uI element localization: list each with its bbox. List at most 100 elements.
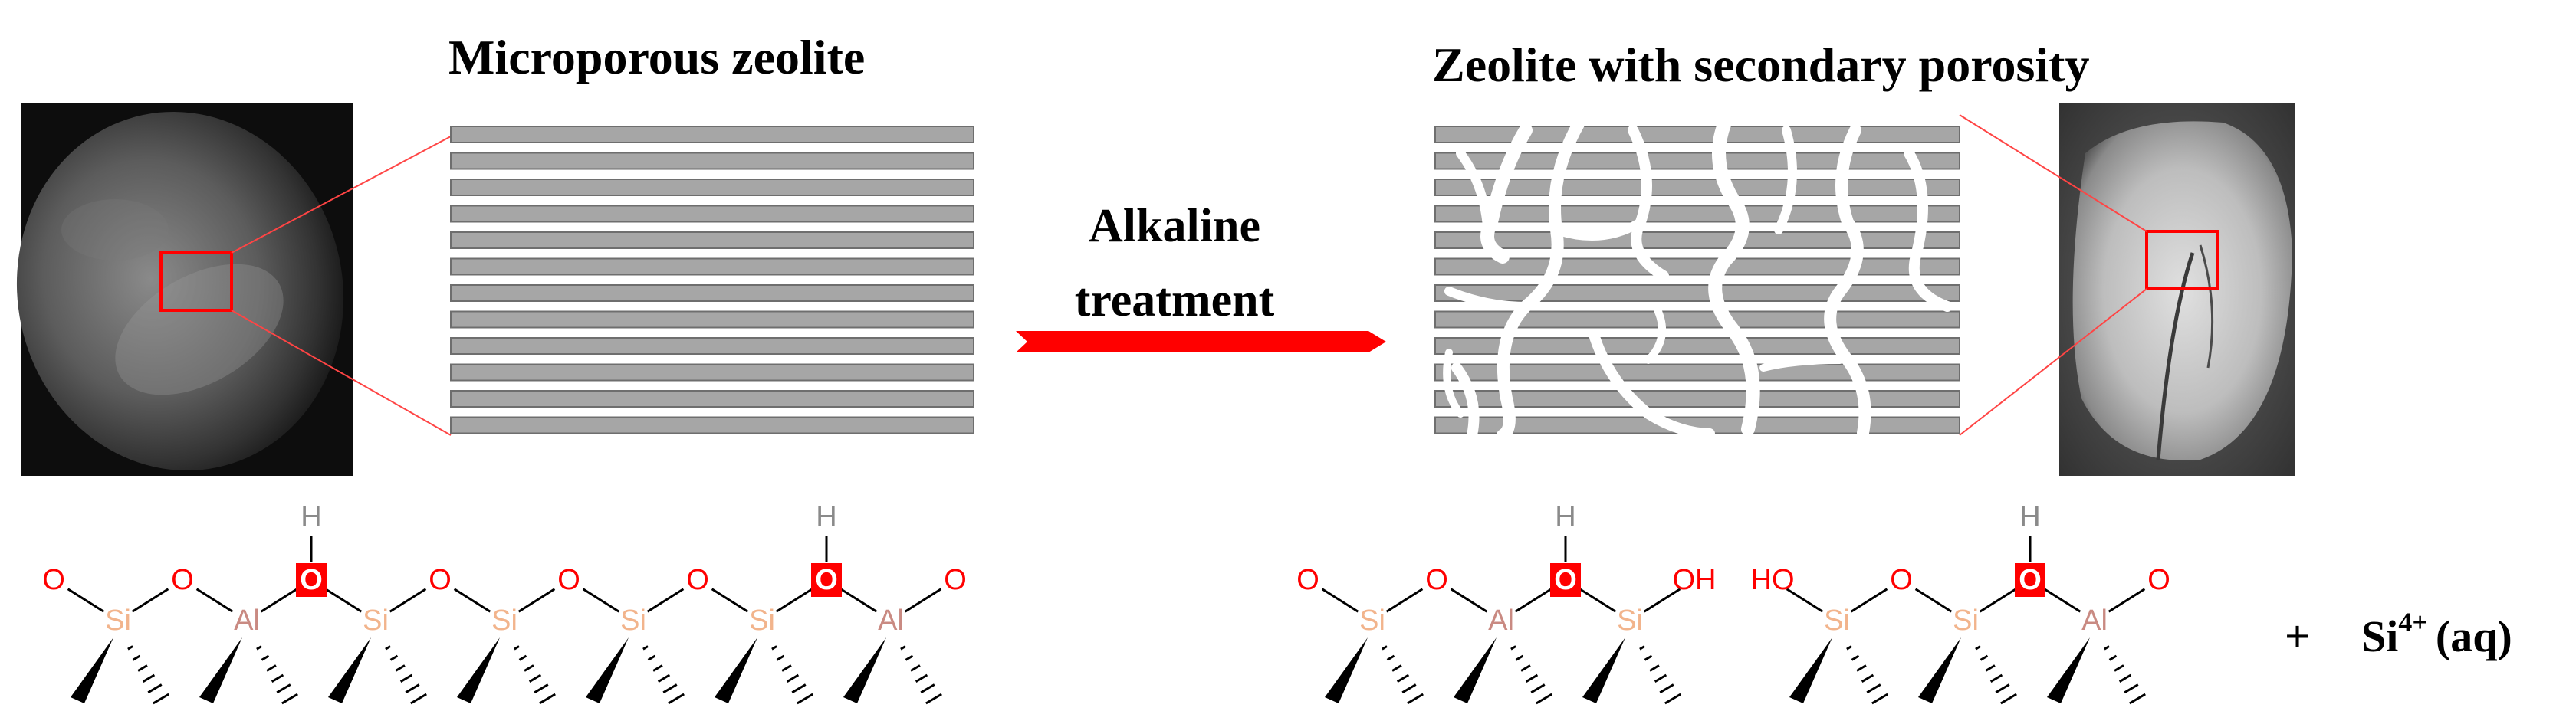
bond-line bbox=[324, 588, 363, 613]
micropore-channel-bar bbox=[450, 231, 974, 249]
hashed-bond bbox=[1644, 654, 1653, 661]
micropore-channel-bar bbox=[450, 257, 974, 276]
silicon-atom: Si bbox=[1359, 605, 1385, 637]
right-panel-title: Zeolite with secondary porosity bbox=[1432, 38, 2089, 92]
hashed-bond bbox=[281, 693, 298, 705]
hashed-bond bbox=[1846, 645, 1852, 651]
wedge-bond bbox=[1582, 637, 1625, 703]
oxygen-atom: O bbox=[1296, 564, 1319, 596]
hashed-bond bbox=[514, 645, 520, 651]
wedge-bond bbox=[586, 637, 629, 703]
hashed-bond bbox=[2000, 693, 2017, 705]
hashed-bond bbox=[410, 693, 427, 705]
hashed-bond bbox=[1985, 664, 1996, 672]
hashed-bond bbox=[797, 693, 813, 705]
hashed-bond bbox=[539, 693, 556, 705]
micropore-channel-bar bbox=[450, 416, 974, 434]
mesopore-channel-bar bbox=[1434, 179, 1960, 196]
wedge-bond bbox=[2047, 637, 2090, 703]
hydroxyl-group: OH bbox=[1673, 564, 1717, 596]
mesopore-channel-bar bbox=[1434, 231, 1960, 249]
hashed-bond bbox=[1536, 693, 1552, 705]
bridging-oxygen-atom: O bbox=[1554, 564, 1577, 596]
hashed-bond bbox=[2108, 654, 2118, 661]
bond-line bbox=[775, 588, 813, 613]
hashed-bond bbox=[261, 654, 270, 661]
arrow-label-line1: Alkaline bbox=[1089, 200, 1260, 252]
bond-line bbox=[1850, 588, 1888, 613]
bond-line bbox=[1979, 588, 2017, 613]
acid-site-highlight bbox=[811, 563, 842, 597]
hashed-bond bbox=[1659, 683, 1674, 694]
oxygen-atom: O bbox=[429, 564, 452, 596]
hashed-bond bbox=[1851, 654, 1860, 661]
svg-text:Si4+(aq): Si4+ (aq) bbox=[2361, 607, 2512, 661]
bond-line bbox=[1450, 588, 1488, 613]
acid-site-highlight bbox=[2015, 563, 2045, 597]
oxygen-atom: O bbox=[42, 564, 65, 596]
wedge-bond bbox=[457, 637, 500, 703]
hashed-bond bbox=[256, 645, 262, 651]
hashed-bond bbox=[1980, 654, 1989, 661]
hashed-bond bbox=[137, 664, 148, 672]
bond-line bbox=[582, 588, 620, 613]
hashed-bond bbox=[1510, 645, 1516, 651]
hashed-bond bbox=[271, 673, 284, 683]
bond-line bbox=[260, 588, 298, 613]
wedge-bond bbox=[1454, 637, 1497, 703]
micropore-channel-bar bbox=[450, 126, 974, 143]
bond-line bbox=[1643, 588, 1681, 613]
aluminum-atom: Al bbox=[878, 605, 904, 637]
hashed-bond bbox=[534, 683, 549, 694]
bond-line bbox=[67, 588, 105, 613]
hashed-bond bbox=[657, 673, 671, 683]
aluminum-atom: Al bbox=[1488, 605, 1514, 637]
hashed-bond bbox=[528, 673, 542, 683]
hashed-bond bbox=[399, 673, 413, 683]
silicon-atom: Si bbox=[749, 605, 775, 637]
oxygen-atom: O bbox=[686, 564, 709, 596]
hashed-bond bbox=[1654, 673, 1668, 683]
arrow-label-line2: treatment bbox=[1075, 274, 1275, 326]
hashed-bond bbox=[652, 664, 663, 672]
hashed-bond bbox=[1664, 693, 1681, 705]
mesopore-channel-bar bbox=[1434, 205, 1960, 223]
hashed-bond bbox=[1861, 673, 1875, 683]
hashed-bond bbox=[647, 654, 656, 661]
hashed-bond bbox=[776, 654, 785, 661]
hashed-bond bbox=[915, 673, 928, 683]
hashed-bond bbox=[1649, 664, 1660, 672]
aluminum-atom: Al bbox=[234, 605, 260, 637]
silicon-atom: Si bbox=[1617, 605, 1643, 637]
silicon-atom: Si bbox=[1824, 605, 1850, 637]
silicon-atom: Si bbox=[363, 605, 389, 637]
wedge-bond bbox=[328, 637, 371, 703]
bond-line bbox=[518, 588, 556, 613]
oxygen-atom: O bbox=[944, 564, 967, 596]
bond-line bbox=[904, 588, 942, 613]
hashed-bond bbox=[405, 683, 420, 694]
alkaline-treatment-arrow: Alkaline treatment bbox=[1016, 200, 1386, 352]
wedge-bond bbox=[1918, 637, 1961, 703]
hashed-bond bbox=[1871, 693, 1888, 705]
bridging-oxygen-atom: O bbox=[300, 564, 323, 596]
hashed-bond bbox=[395, 664, 406, 672]
mesopore-channel-bar bbox=[1434, 284, 1960, 302]
mesopore-channel-bar bbox=[1434, 337, 1960, 355]
silicon-ion-state: (aq) bbox=[2436, 611, 2512, 661]
hashed-bond bbox=[1407, 693, 1424, 705]
hashed-bond bbox=[1382, 645, 1388, 651]
left-panel-title: Microporous zeolite bbox=[449, 30, 865, 84]
hashed-bond bbox=[786, 673, 800, 683]
silicon-ion-charge: 4+ bbox=[2398, 607, 2428, 637]
hashed-bond bbox=[385, 645, 391, 651]
left-micrograph-image bbox=[16, 103, 353, 476]
oxygen-atom: O bbox=[171, 564, 194, 596]
hashed-bond bbox=[791, 683, 807, 694]
bridging-oxygen-atom: O bbox=[815, 564, 838, 596]
right-zoom-region bbox=[2145, 230, 2219, 290]
hashed-bond bbox=[771, 645, 777, 651]
silicon-ion-symbol: Si bbox=[2361, 611, 2398, 661]
micropore-channels bbox=[450, 126, 974, 434]
